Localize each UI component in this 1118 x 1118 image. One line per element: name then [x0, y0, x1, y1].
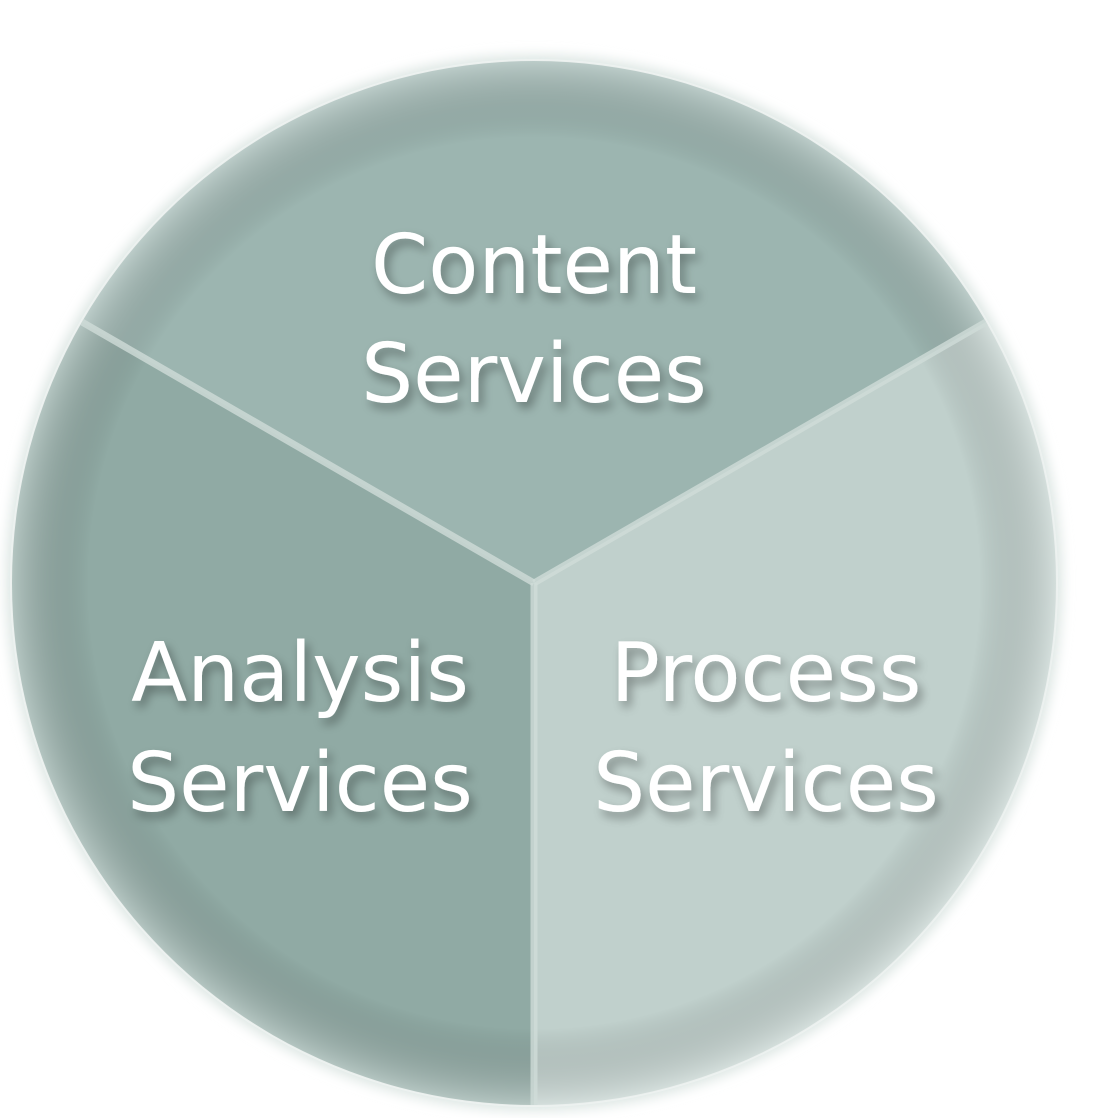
divider-line — [532, 318, 988, 587]
label-process-line1: Process — [610, 626, 921, 721]
label-content-line2: Services — [361, 327, 707, 422]
label-analysis-line2: Services — [127, 736, 473, 831]
label-content-line1: Content — [371, 218, 697, 313]
label-process-line2: Services — [593, 736, 939, 831]
segment-dividers — [80, 318, 988, 1105]
label-analysis-line1: Analysis — [131, 626, 469, 721]
divider-line — [80, 318, 536, 587]
